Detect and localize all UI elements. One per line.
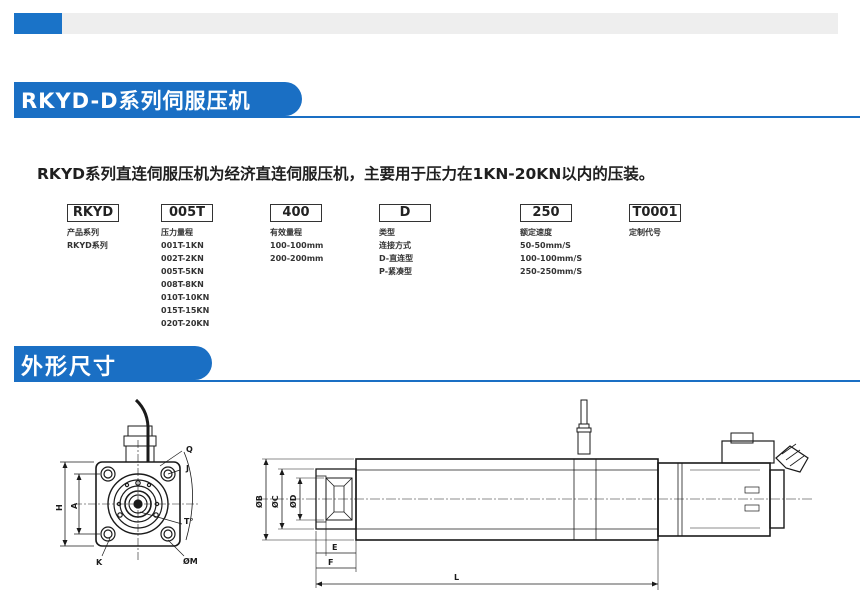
code-box: RKYD (67, 204, 119, 222)
code-item: 50-50mm/S (520, 241, 571, 250)
section-title: 外形尺寸 (21, 355, 118, 380)
servo-motor (657, 462, 771, 537)
front-labels: Q J T° K ØM H A (55, 445, 198, 567)
code-box: D (379, 204, 431, 222)
code-series: RKYD 产品系列 RKYD系列 (67, 204, 119, 251)
header-accent-block (14, 13, 62, 34)
intro-text: RKYD系列直连伺服压机为经济直连伺服压机，主要用于压力在1KN-20KN以内的… (37, 165, 655, 183)
code-item: 连接方式 (379, 241, 411, 250)
label-l: L (454, 573, 459, 582)
code-item: 005T-5KN (161, 267, 204, 276)
section-header-dimensions: 外形尺寸 (14, 346, 860, 382)
code-label: 定制代号 (629, 228, 661, 237)
label-d: ØD (288, 494, 298, 508)
code-label: 有效量程 (270, 228, 302, 237)
code-label: 产品系列 (67, 228, 99, 237)
label-c: ØC (270, 495, 280, 508)
code-speed: 250 额定速度 50-50mm/S 100-100mm/S 250-250mm… (520, 204, 582, 277)
dimension-arrows (62, 459, 658, 587)
label-j: J (185, 464, 189, 473)
code-item: 002T-2KN (161, 254, 204, 263)
code-box: 005T (161, 204, 213, 222)
label-m: ØM (183, 556, 198, 566)
label-t: T° (184, 517, 193, 526)
code-item: 001T-1KN (161, 241, 204, 250)
cable (134, 398, 150, 462)
code-item: 020T-20KN (161, 319, 210, 328)
dimension-drawings: Q J T° K ØM H A (55, 398, 812, 590)
label-e: E (332, 543, 337, 552)
code-type: D 类型 连接方式 D-直连型 P-紧凑型 (379, 204, 431, 277)
label-a: A (70, 502, 79, 509)
label-f: F (328, 558, 333, 567)
side-labels: ØB ØC ØD E F L (254, 494, 459, 582)
section-header-product: RKYD-D系列伺服压机 (14, 82, 860, 118)
actuator-body (355, 458, 659, 541)
code-item: 200-200mm (270, 254, 324, 263)
code-label: 类型 (379, 228, 395, 237)
code-item: 010T-10KN (161, 293, 210, 302)
label-q: Q (186, 445, 193, 454)
code-pressure: 005T 压力量程 001T-1KN 002T-2KN 005T-5KN 008… (161, 204, 213, 329)
code-item: D-直连型 (379, 254, 414, 263)
code-label: 压力量程 (161, 228, 193, 237)
code-item: 015T-15KN (161, 306, 210, 315)
code-stroke: 400 有效量程 100-100mm 200-200mm (270, 204, 323, 264)
code-item: 008T-8KN (161, 280, 204, 289)
label-h: H (55, 504, 64, 511)
code-item: 250-250mm/S (520, 267, 583, 276)
code-box: 250 (520, 204, 572, 222)
code-box: 400 (270, 204, 322, 222)
code-item: 100-100mm (270, 241, 324, 250)
code-item: 100-100mm/S (520, 254, 583, 263)
code-item: P-紧凑型 (379, 267, 413, 276)
section-title: RKYD-D系列伺服压机 (21, 89, 251, 113)
code-label: 额定速度 (520, 228, 552, 237)
side-view (258, 399, 812, 590)
label-k: K (96, 558, 103, 567)
label-b: ØB (254, 495, 264, 508)
header-bar (62, 13, 838, 34)
front-view (60, 398, 200, 562)
code-custom: T0001 定制代号 (629, 204, 681, 238)
code-item: RKYD系列 (67, 241, 108, 250)
code-box: T0001 (629, 204, 681, 222)
